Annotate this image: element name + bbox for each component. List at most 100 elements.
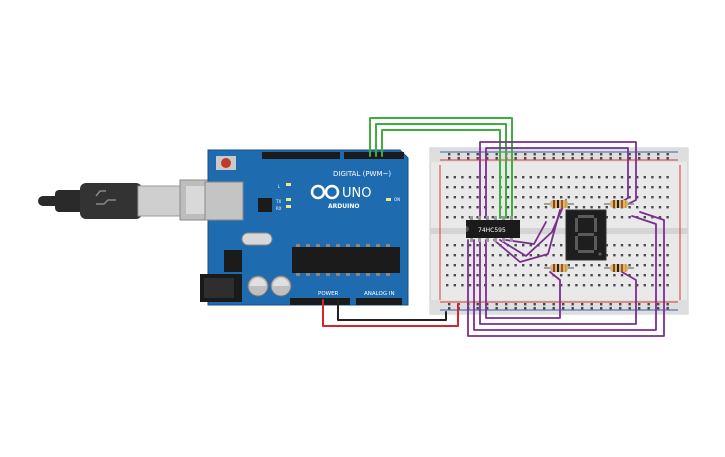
breadboard-hole[interactable] xyxy=(476,244,479,247)
breadboard-hole[interactable] xyxy=(476,196,479,199)
breadboard-hole[interactable] xyxy=(609,157,612,160)
breadboard-hole[interactable] xyxy=(543,157,546,160)
breadboard-hole[interactable] xyxy=(582,196,586,199)
breadboard-hole[interactable] xyxy=(613,186,616,189)
breadboard-hole[interactable] xyxy=(499,264,502,267)
breadboard-hole[interactable] xyxy=(643,206,646,209)
breadboard-hole[interactable] xyxy=(543,303,546,306)
breadboard-hole[interactable] xyxy=(448,307,451,310)
breadboard-hole[interactable] xyxy=(638,153,641,156)
breadboard-hole[interactable] xyxy=(666,186,669,189)
breadboard-hole[interactable] xyxy=(666,307,669,310)
breadboard-hole[interactable] xyxy=(567,176,570,179)
breadboard-hole[interactable] xyxy=(609,153,612,156)
breadboard-hole[interactable] xyxy=(486,303,489,306)
breadboard-hole[interactable] xyxy=(468,264,472,267)
breadboard-hole[interactable] xyxy=(609,307,612,310)
breadboard-hole[interactable] xyxy=(446,176,449,179)
breadboard-hole[interactable] xyxy=(552,307,555,310)
breadboard-hole[interactable] xyxy=(537,216,540,219)
breadboard-hole[interactable] xyxy=(457,153,460,156)
breadboard-hole[interactable] xyxy=(476,303,479,306)
breadboard-hole[interactable] xyxy=(590,307,593,310)
breadboard-hole[interactable] xyxy=(651,264,654,267)
breadboard-hole[interactable] xyxy=(658,254,662,257)
breadboard-hole[interactable] xyxy=(657,303,660,306)
breadboard-hole[interactable] xyxy=(613,176,616,179)
breadboard-hole[interactable] xyxy=(567,274,570,277)
breadboard-hole[interactable] xyxy=(628,157,631,160)
breadboard-hole[interactable] xyxy=(544,244,548,247)
breadboard-hole[interactable] xyxy=(514,284,517,287)
wire-purple-5[interactable] xyxy=(479,239,637,325)
breadboard-hole[interactable] xyxy=(560,284,563,287)
breadboard-hole[interactable] xyxy=(529,176,532,179)
breadboard-hole[interactable] xyxy=(657,153,660,156)
breadboard-hole[interactable] xyxy=(461,254,464,257)
analog-header[interactable] xyxy=(356,298,402,305)
breadboard-hole[interactable] xyxy=(666,254,669,257)
digital-header-b[interactable] xyxy=(344,152,404,159)
breadboard-hole[interactable] xyxy=(499,284,502,287)
breadboard-hole[interactable] xyxy=(581,157,584,160)
breadboard-hole[interactable] xyxy=(658,216,662,219)
breadboard-hole[interactable] xyxy=(651,206,654,209)
breadboard-hole[interactable] xyxy=(598,176,601,179)
breadboard-hole[interactable] xyxy=(636,284,639,287)
breadboard-hole[interactable] xyxy=(491,244,494,247)
breadboard-hole[interactable] xyxy=(537,206,540,209)
breadboard-hole[interactable] xyxy=(571,153,574,156)
breadboard-hole[interactable] xyxy=(628,274,631,277)
breadboard-hole[interactable] xyxy=(453,186,456,189)
wire-green-3[interactable] xyxy=(381,129,501,219)
breadboard-hole[interactable] xyxy=(537,274,540,277)
resistor-bottom-right[interactable] xyxy=(604,264,634,272)
breadboard-hole[interactable] xyxy=(567,264,570,267)
breadboard-hole[interactable] xyxy=(590,157,593,160)
breadboard-hole[interactable] xyxy=(647,307,650,310)
breadboard-hole[interactable] xyxy=(522,264,525,267)
breadboard-hole[interactable] xyxy=(666,303,669,306)
breadboard-hole[interactable] xyxy=(598,284,601,287)
breadboard-hole[interactable] xyxy=(636,274,639,277)
breadboard-hole[interactable] xyxy=(562,307,565,310)
breadboard-hole[interactable] xyxy=(529,196,532,199)
breadboard-hole[interactable] xyxy=(571,157,574,160)
breadboard-hole[interactable] xyxy=(582,264,586,267)
breadboard-hole[interactable] xyxy=(598,186,601,189)
breadboard-hole[interactable] xyxy=(638,307,641,310)
breadboard-hole[interactable] xyxy=(600,157,603,160)
breadboard-hole[interactable] xyxy=(620,284,624,287)
breadboard-hole[interactable] xyxy=(486,153,489,156)
breadboard-hole[interactable] xyxy=(658,284,662,287)
power-header[interactable] xyxy=(290,298,350,305)
breadboard-hole[interactable] xyxy=(575,186,578,189)
breadboard-hole[interactable] xyxy=(620,254,624,257)
breadboard-hole[interactable] xyxy=(666,157,669,160)
wire-purple-3[interactable] xyxy=(467,211,665,337)
breadboard-hole[interactable] xyxy=(575,206,578,209)
breadboard-hole[interactable] xyxy=(619,307,622,310)
breadboard-hole[interactable] xyxy=(537,264,540,267)
breadboard-hole[interactable] xyxy=(605,244,608,247)
breadboard-hole[interactable] xyxy=(560,186,563,189)
wire-purple-9[interactable] xyxy=(505,221,547,245)
breadboard-hole[interactable] xyxy=(453,284,456,287)
breadboard-hole[interactable] xyxy=(628,284,631,287)
breadboard-hole[interactable] xyxy=(636,196,639,199)
breadboard-hole[interactable] xyxy=(651,216,654,219)
breadboard-hole[interactable] xyxy=(514,216,517,219)
breadboard-hole[interactable] xyxy=(560,244,563,247)
wire-purple-4[interactable] xyxy=(473,215,657,331)
breadboard-hole[interactable] xyxy=(491,176,494,179)
breadboard-hole[interactable] xyxy=(514,307,517,310)
breadboard-hole[interactable] xyxy=(529,284,532,287)
arduino-board[interactable]: L TX RX ON DIGITAL (PWM~) POWER ANALOG I… xyxy=(200,149,409,306)
breadboard-hole[interactable] xyxy=(524,153,527,156)
breadboard-hole[interactable] xyxy=(491,216,494,219)
breadboard-hole[interactable] xyxy=(582,206,586,209)
breadboard-hole[interactable] xyxy=(651,254,654,257)
breadboard-hole[interactable] xyxy=(581,303,584,306)
breadboard-hole[interactable] xyxy=(628,307,631,310)
breadboard-hole[interactable] xyxy=(581,307,584,310)
